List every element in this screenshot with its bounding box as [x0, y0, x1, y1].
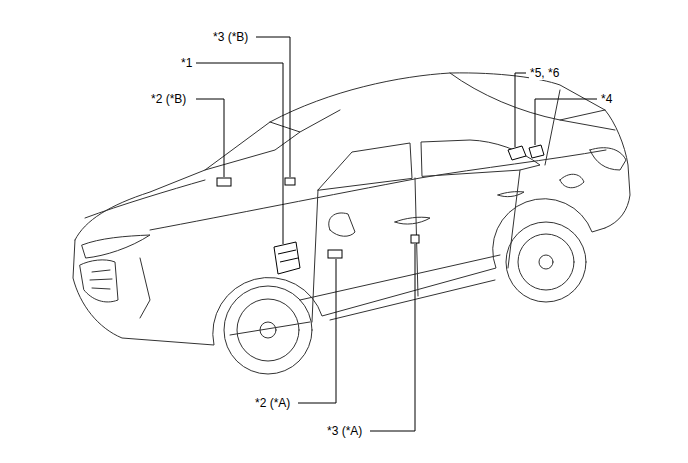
callout-number: *4: [600, 92, 613, 106]
sensor-part: [217, 178, 231, 186]
antenna-part: [529, 145, 544, 158]
leader-line: [535, 99, 597, 145]
sensor-part: [328, 250, 342, 258]
leader-line: [515, 73, 526, 147]
leader-line: [196, 99, 224, 177]
callout-number: *5, *6: [529, 66, 560, 80]
sensor-part: [285, 178, 295, 185]
sensor-part: [411, 235, 419, 243]
antenna-part: [508, 146, 526, 160]
leader-line: [298, 259, 336, 403]
leader-line: [256, 37, 290, 177]
leader-line: [196, 63, 283, 244]
callout-number: *3 (*A): [326, 424, 363, 438]
leader-line: [370, 244, 415, 431]
callout-number: *1: [180, 56, 193, 70]
callout-number: *2 (*B): [150, 92, 187, 106]
callout-number: *3 (*B): [212, 30, 249, 44]
callout-number: *2 (*A): [254, 396, 291, 410]
ecu-part: [274, 242, 300, 274]
